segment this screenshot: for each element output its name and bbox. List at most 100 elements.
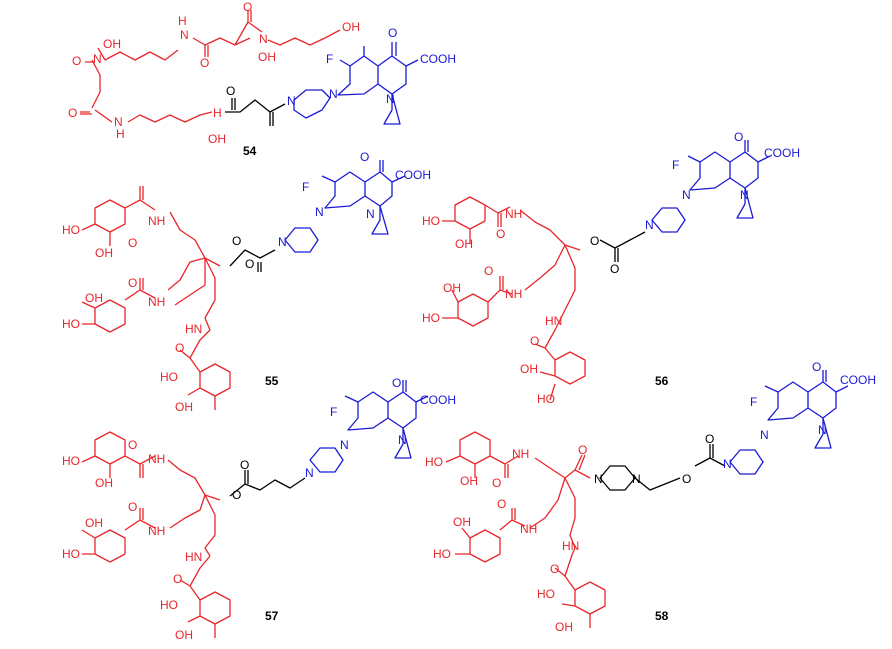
c58-linker [599,444,726,491]
c57-o1: O [128,438,137,452]
c56-oh4: HO [537,392,555,406]
c58-oh1: OH [460,474,478,488]
c57-cooh: COOH [420,393,456,407]
c56-np1: N [645,218,654,232]
c57-o2: O [128,500,137,514]
c55-labels: HO OH O NH HO OH O NH HN O HO OH O O N N… [62,150,431,414]
c54-nq: N [386,92,395,106]
c54-np1: N [287,94,296,108]
c58-oa: O [578,443,587,457]
c54-labels: OH N O H N O O N OH OH O N H H OH O N N … [68,0,456,146]
c54-carbonyls-top [204,10,252,57]
c55-nq: N [366,207,375,221]
c56-cooh: COOH [764,146,800,160]
c58-catechol-top [445,431,519,478]
c56-labels: HO OH O NH OH HO O NH HN O OH HO O O N N… [422,130,800,406]
c57-nh1: NH [148,452,165,466]
c55-o2: O [128,276,137,290]
c58-labels: HO OH O NH HO OH O NH HN O HO OH O N N O… [425,360,876,634]
c57-oq: O [392,376,401,390]
c56-catechol-top [442,196,511,243]
c57-np1: N [305,466,314,480]
c55-catechol-bot [179,329,231,410]
c55-o1: O [128,236,137,250]
c56-oc: O [610,262,619,276]
c56-nq: N [740,188,749,202]
c57-quinolone [344,380,429,459]
c58-cooh: COOH [840,373,876,387]
c57-core [167,459,221,557]
c56-f: F [672,158,679,172]
c54-o3: O [243,0,252,14]
c58-nh1: NH [512,447,529,461]
c56-oe: O [590,234,599,248]
c58-ho1: HO [425,455,443,469]
c58-f: F [750,395,757,409]
c55-o3: O [175,341,184,355]
c55-piperazine [284,227,319,253]
c55-oe: O [232,234,241,248]
c57-catechol-mid [81,508,156,563]
c56-linker [599,231,646,262]
c55-oh4: OH [175,400,193,414]
c57-oh3: HO [160,598,178,612]
c55-catechol-top [81,186,156,246]
c55-np2: N [315,205,324,219]
c57-linker [229,470,306,497]
compound-54-number: 54 [243,144,257,158]
c56-oh1: OH [455,237,473,251]
c58-core [529,454,591,549]
c58-oh4: OH [555,620,573,634]
compound-57-number: 57 [265,609,279,623]
c57-oc: O [240,458,249,472]
c55-catechol-mid [81,278,156,333]
c54-n-oh: H [213,106,222,120]
c55-core [167,211,221,331]
c54-o2: O [200,56,209,70]
c55-ho2: HO [62,317,80,331]
c57-nq: N [398,433,407,447]
c55-oq: O [360,150,369,164]
c55-hn: HN [185,322,202,336]
c58-o3: O [550,562,559,576]
c56-nh1: NH [505,207,522,221]
c58-np1: N [723,457,732,471]
c56-piperazine [651,207,686,233]
c58-oh2: OH [453,515,471,529]
c57-np2: N [340,438,349,452]
c55-nh1: NH [148,214,165,228]
c56-oq: O [734,130,743,144]
c54-f: F [326,52,333,66]
c57-ho2: HO [62,547,80,561]
compound-56: HO OH O NH OH HO O NH HN O OH HO O O N N… [422,130,800,406]
c57-oh4: OH [175,628,193,642]
c55-cooh: COOH [395,168,431,182]
c54-oq: O [388,26,397,40]
c55-ho1: HO [62,223,80,237]
c57-labels: HO OH O NH HO OH O NH HN O HO OH O O N N… [62,376,456,642]
c57-oe: O [232,488,241,502]
c56-nh2: NH [505,287,522,301]
c54-o1: O [72,54,81,68]
compound-57: HO OH O NH HO OH O NH HN O HO OH O O N N… [62,376,456,642]
c57-ho1: HO [62,454,80,468]
c58-oh3: HO [537,587,555,601]
c54-left-chain [80,47,213,123]
c54-n1: N [93,52,102,66]
compound-54: OH N O H N O O N OH OH O N H H OH O N N … [68,0,456,158]
c54-o5: O [226,84,235,98]
c55-oh3: HO [160,370,178,384]
c58-catechol-mid [455,508,526,563]
c54-h3: H [116,127,125,141]
c54-n3: N [259,32,268,46]
c58-catechol-bot [554,547,606,628]
compound-58: HO OH O NH HO OH O NH HN O HO OH O N N O… [425,360,876,634]
c54-o4: O [68,106,77,120]
c54-oh4: OH [208,132,226,146]
c55-np1: N [278,235,287,249]
c56-oh3: OH [520,362,538,376]
c56-catechol-bot [534,319,586,401]
c56-np2: N [682,188,691,202]
c54-oh1: OH [103,37,121,51]
c58-piperazine [729,449,764,475]
